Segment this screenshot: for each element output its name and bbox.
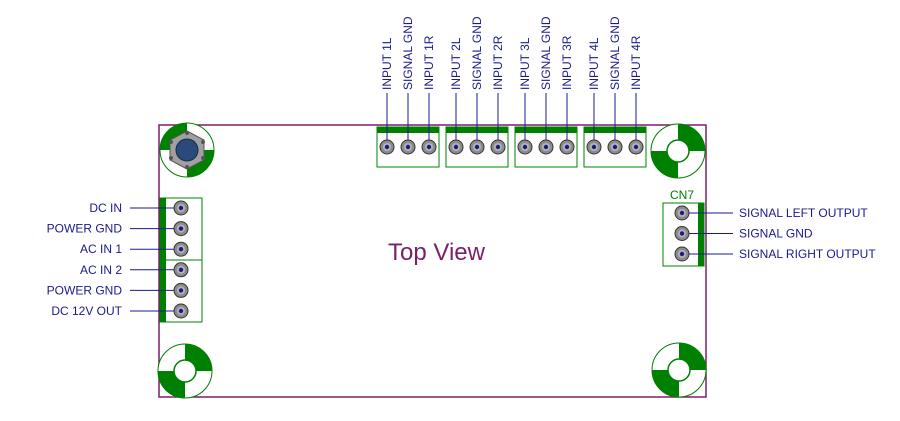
top-pin <box>490 139 506 155</box>
right-pin-label: SIGNAL RIGHT OUTPUT <box>739 247 876 261</box>
top-connectors: INPUT 1L SIGNAL GND INPUT 1R INPUT 2L SIGNAL… <box>376 16 647 168</box>
right-pin <box>674 205 690 221</box>
top-pin-label: INPUT 4L <box>587 37 601 90</box>
top-pin <box>586 139 602 155</box>
left-pins: DC IN POWER GND AC IN 1 AC IN 2 POWER GND DC … <box>47 200 189 319</box>
mounting-hole-bottom-left <box>157 343 213 399</box>
top-pin <box>517 139 533 155</box>
potentiometer-knob <box>159 122 215 178</box>
left-pin <box>173 282 189 298</box>
left-pin <box>173 200 189 216</box>
left-pin <box>173 221 189 237</box>
top-pin-label: INPUT 4R <box>629 35 643 90</box>
left-pin-label: DC IN <box>89 201 122 215</box>
top-pin <box>559 139 575 155</box>
mounting-hole-top-right <box>650 123 706 179</box>
right-pin <box>674 246 690 262</box>
mounting-hole-bottom-right <box>651 342 707 398</box>
top-pin <box>421 139 437 155</box>
right-pin <box>674 226 690 241</box>
top-connector-group: INPUT 4L SIGNAL GND INPUT 4R <box>583 16 647 168</box>
top-pin <box>628 139 644 155</box>
left-pin-label: DC 12V OUT <box>51 304 122 318</box>
board-outline <box>158 124 707 398</box>
left-pin <box>173 262 189 278</box>
top-connector-group: INPUT 1L SIGNAL GND INPUT 1R <box>376 16 440 168</box>
top-pin <box>538 139 554 155</box>
top-connector-group: INPUT 2L SIGNAL GND INPUT 2R <box>445 16 509 168</box>
right-pins: SIGNAL LEFT OUTPUT SIGNAL GND SIGNAL RIGHT… <box>674 205 876 262</box>
left-pin-label: POWER GND <box>47 283 123 297</box>
top-pin-label: INPUT 3L <box>518 37 532 90</box>
top-pin <box>607 139 623 155</box>
top-pin <box>379 139 395 155</box>
left-pin-label: AC IN 1 <box>80 242 122 256</box>
connector-cn7-label: CN7 <box>670 188 694 202</box>
top-connector-group: INPUT 3L SIGNAL GND INPUT 3R <box>514 16 578 168</box>
top-pin <box>400 139 416 155</box>
left-pin-label: POWER GND <box>47 222 123 236</box>
top-pin-label: INPUT 1R <box>422 35 436 90</box>
top-pin <box>448 139 464 155</box>
right-pin-label: SIGNAL GND <box>739 227 813 241</box>
diagram-title: Top View <box>388 239 486 266</box>
left-pin-label: AC IN 2 <box>80 263 122 277</box>
right-pin-label: SIGNAL LEFT OUTPUT <box>739 206 868 220</box>
top-pin-label: SIGNAL GND <box>401 16 415 90</box>
top-pin-label: INPUT 3R <box>560 35 574 90</box>
top-pin-label: SIGNAL GND <box>539 16 553 90</box>
left-pin <box>173 303 189 319</box>
top-pin-label: INPUT 2R <box>491 35 505 90</box>
top-pin-label: SIGNAL GND <box>470 16 484 90</box>
top-pin-label: INPUT 2L <box>449 37 463 90</box>
top-pin-label: INPUT 1L <box>380 37 394 90</box>
left-pin <box>173 241 189 257</box>
top-pin-label: SIGNAL GND <box>608 16 622 90</box>
top-pin <box>469 139 485 155</box>
